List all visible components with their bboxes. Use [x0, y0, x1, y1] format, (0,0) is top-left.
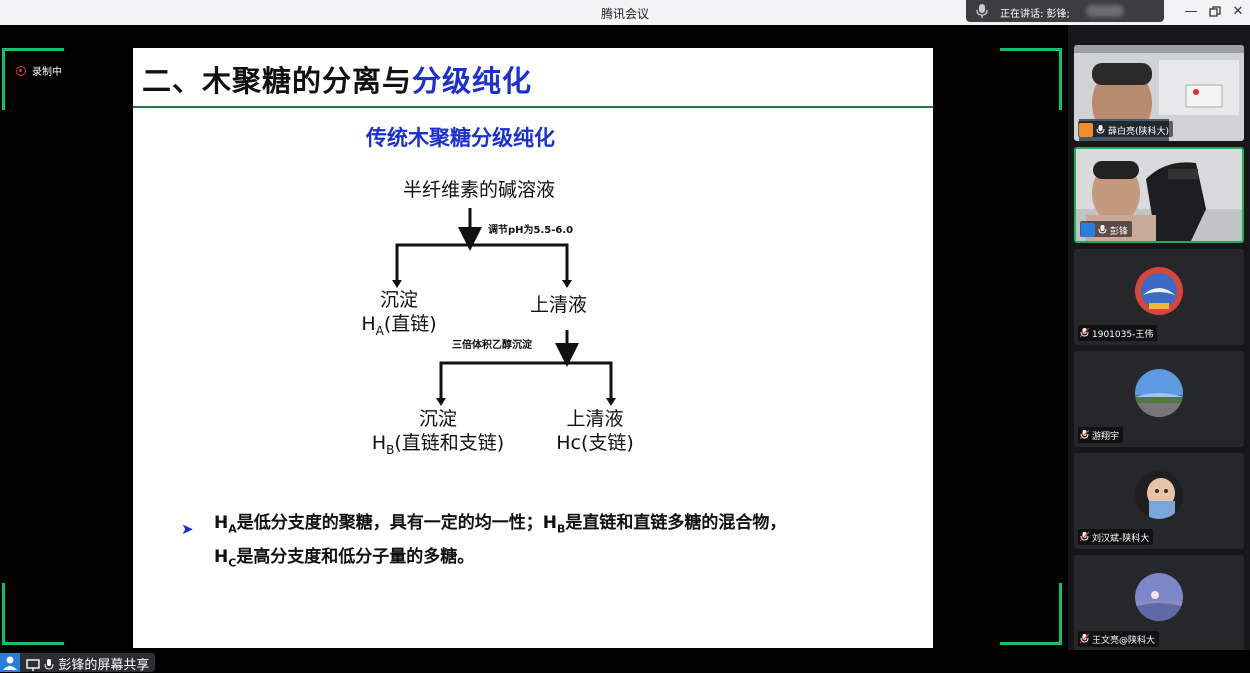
slide-title: 二、木聚糖的分离与分级纯化: [142, 64, 533, 98]
bottom-bar: 彭锋的屏幕共享: [0, 650, 1250, 673]
participant-tile[interactable]: 薛白亮(陕科大): [1074, 45, 1244, 141]
flow-step1-note: 调节pH为5.5-6.0: [488, 225, 574, 236]
participant-tile[interactable]: 刘汉斌-陕科大: [1074, 453, 1244, 549]
mic-icon: [1080, 430, 1089, 440]
flow-left2: 沉淀 HB(直链和支链): [371, 408, 505, 457]
frame-corner-tl: [2, 48, 64, 110]
slide-subtitle: 传统木聚糖分级纯化: [366, 126, 555, 150]
participant-tile[interactable]: 王文亮@陕科大: [1074, 555, 1244, 651]
mic-icon: [1098, 225, 1107, 234]
title-divider: [133, 106, 933, 108]
avatar: [1135, 471, 1183, 519]
flow-root: 半纤维素的碱溶液: [403, 179, 556, 201]
avatar: [1135, 573, 1183, 621]
avatar: [1135, 369, 1183, 417]
close-icon[interactable]: ✕: [1232, 4, 1244, 19]
participant-label: 刘汉斌-陕科大: [1078, 529, 1154, 545]
arrowhead-left1: [392, 280, 402, 288]
arrowhead-left2: [436, 398, 446, 406]
record-icon: [16, 66, 26, 76]
frame-corner-br: [1000, 583, 1062, 645]
speaking-blur: [1086, 5, 1124, 17]
branch-1: [395, 243, 569, 286]
speaking-text: 正在讲话: 彭锋;: [1000, 9, 1070, 20]
branch-2: [439, 361, 613, 404]
flowchart-connectors: [392, 208, 616, 406]
mic-icon: [1096, 125, 1105, 134]
arrowhead-right1: [562, 280, 572, 288]
restore-icon[interactable]: [1207, 4, 1223, 20]
mic-icon: [1080, 532, 1089, 542]
participant-tile[interactable]: 1901035-王伟: [1074, 249, 1244, 345]
mic-icon: [44, 659, 54, 670]
frame-corner-bl: [2, 583, 64, 645]
bullet-line-1: HA是低分支度的聚糖，具有一定的均一性；HB是直链和直链多糖的混合物，: [214, 513, 787, 536]
user-icon: [0, 653, 20, 672]
flow-right2: 上清液 Hc(支链): [556, 408, 634, 454]
participant-tile-active[interactable]: 彭锋: [1074, 147, 1244, 243]
participant-label: 1901035-王伟: [1078, 325, 1158, 341]
bullet-line-2: HC是高分支度和低分子量的多糖。: [214, 547, 475, 570]
slide: 二、木聚糖的分离与分级纯化 传统木聚糖分级纯化 半纤维素的碱溶液 调节pH为5.…: [133, 48, 933, 648]
window-title: 腾讯会议: [600, 7, 649, 21]
participant-label: 王文亮@陕科大: [1078, 631, 1160, 647]
mic-icon: [1080, 634, 1089, 644]
avatar: [1135, 267, 1183, 315]
participant-label: 彭锋: [1080, 221, 1133, 237]
minimize-icon[interactable]: —: [1184, 4, 1198, 19]
participant-label: 薛白亮(陕科大): [1078, 121, 1174, 137]
mic-icon: [1080, 328, 1089, 338]
user-icon: [1081, 223, 1095, 237]
mic-icon: [976, 4, 988, 18]
frame-corner-tr: [1000, 48, 1062, 110]
flow-step2-note: 三倍体积乙醇沉淀: [452, 340, 532, 351]
participant-tile[interactable]: 游翔宇: [1074, 351, 1244, 447]
user-icon: [1079, 123, 1093, 137]
screen-share-badge[interactable]: 彭锋的屏幕共享: [0, 653, 156, 673]
flow-right1: 上清液: [530, 294, 588, 316]
speaking-indicator: 正在讲话: 彭锋;: [966, 0, 1164, 22]
flow-left1: 沉淀 HA(直链): [361, 289, 437, 338]
bullet-arrow-icon: ➤: [181, 520, 194, 538]
arrowhead-right2: [606, 398, 616, 406]
title-bar: 腾讯会议 正在讲话: 彭锋; — ✕: [0, 0, 1250, 25]
recording-indicator[interactable]: 录制中: [16, 63, 62, 78]
screen-share-icon: [26, 659, 40, 671]
participant-label: 游翔宇: [1078, 427, 1124, 443]
participant-panel: 薛白亮(陕科大) 彭锋 1901035-王伟 游翔宇 刘汉斌-陕科大: [1068, 25, 1250, 651]
